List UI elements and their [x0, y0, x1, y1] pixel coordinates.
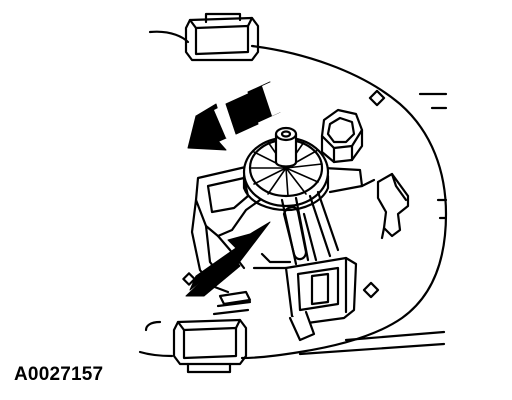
plate-markers — [182, 89, 386, 299]
shaft-slot — [280, 190, 340, 266]
housing-outline — [138, 30, 448, 360]
dashed-arrow-left-icon — [187, 76, 294, 151]
lever-bracket — [190, 164, 376, 294]
hex-nut — [320, 108, 364, 164]
arrow-up-right-icon — [185, 221, 271, 297]
top-clip — [184, 12, 260, 62]
figure-code: A0027157 — [14, 364, 104, 385]
spline-gear — [242, 126, 330, 212]
bottom-clip — [172, 318, 248, 374]
lower-tab — [212, 290, 252, 316]
switch-block — [252, 252, 358, 342]
spring-clip — [376, 172, 410, 240]
